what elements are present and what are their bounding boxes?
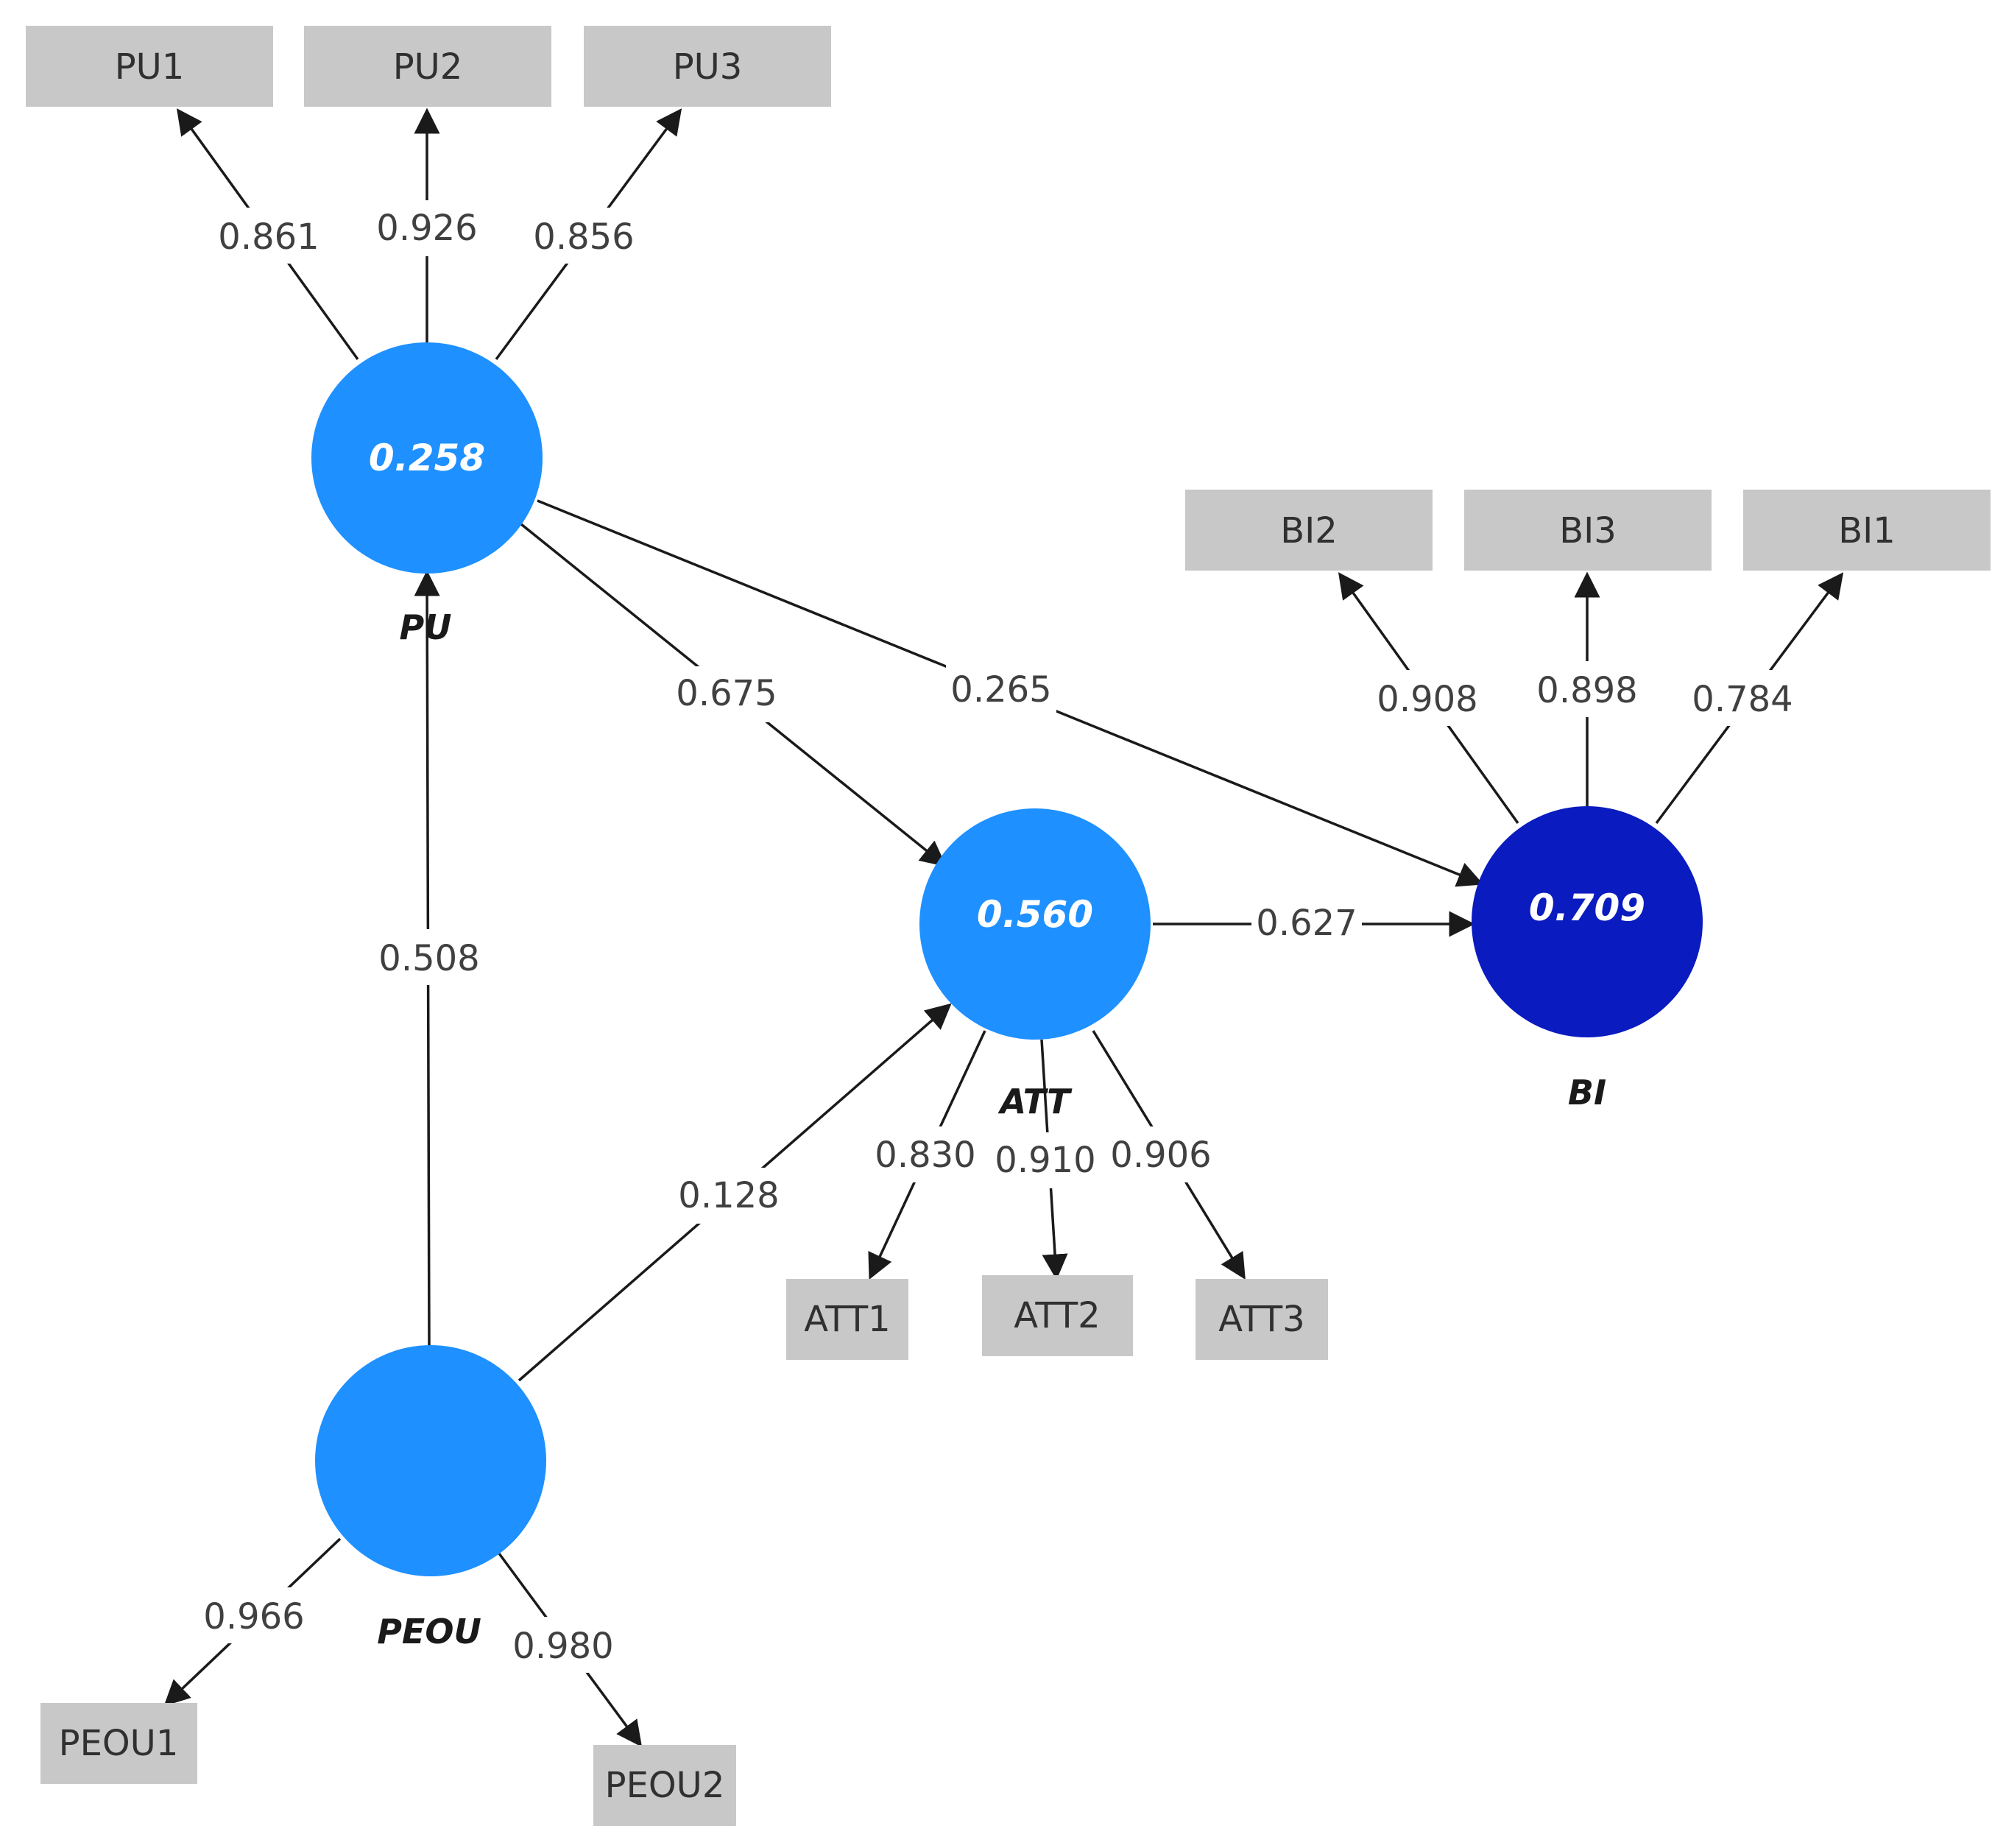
indicator-label-att1: ATT1 xyxy=(804,1299,890,1340)
indicator-att2[interactable]: ATT2 xyxy=(982,1275,1133,1356)
construct-bi-r2: 0.709 xyxy=(1529,886,1645,929)
indicator-label-peou2: PEOU2 xyxy=(605,1765,725,1806)
construct-bi-name: BI xyxy=(1568,1073,1606,1112)
loading-label-bi1: 0.784 xyxy=(1692,679,1793,720)
indicator-pu1[interactable]: PU1 xyxy=(26,26,273,107)
loading-label-bi3: 0.898 xyxy=(1536,670,1637,711)
loading-label-pu1: 0.861 xyxy=(218,216,319,258)
indicator-peou2[interactable]: PEOU2 xyxy=(593,1745,736,1826)
indicator-bi2[interactable]: BI2 xyxy=(1185,490,1433,571)
indicator-label-att3: ATT3 xyxy=(1218,1299,1304,1340)
path-label-pu-bi: 0.265 xyxy=(950,669,1051,710)
constructs: 0.258 PU 0.560 ATT 0.709 BI PEOU xyxy=(311,342,1703,1651)
path-label-pu-att: 0.675 xyxy=(676,673,777,714)
construct-peou[interactable]: PEOU xyxy=(315,1345,546,1651)
indicator-label-att2: ATT2 xyxy=(1014,1295,1100,1336)
path-label-peou-att: 0.128 xyxy=(678,1175,779,1216)
indicator-peou1[interactable]: PEOU1 xyxy=(40,1703,197,1784)
indicator-att1[interactable]: ATT1 xyxy=(786,1279,908,1360)
indicator-label-bi2: BI2 xyxy=(1280,510,1338,551)
indicator-pu2[interactable]: PU2 xyxy=(304,26,551,107)
loading-label-bi2: 0.908 xyxy=(1377,679,1477,720)
loading-label-peou2: 0.980 xyxy=(512,1626,613,1667)
construct-bi[interactable]: 0.709 BI xyxy=(1472,806,1703,1112)
path-label-peou-pu: 0.508 xyxy=(378,938,479,979)
indicator-bi3[interactable]: BI3 xyxy=(1464,490,1712,571)
indicator-bi1[interactable]: BI1 xyxy=(1743,490,1991,571)
indicator-att3[interactable]: ATT3 xyxy=(1196,1279,1328,1360)
construct-pu[interactable]: 0.258 PU xyxy=(311,342,543,647)
loading-label-att3: 0.906 xyxy=(1110,1135,1211,1176)
construct-att-name: ATT xyxy=(997,1082,1073,1121)
path-label-att-bi: 0.627 xyxy=(1256,903,1357,944)
edge-labels: 0.861 0.926 0.856 0.908 0.898 0.784 0.83… xyxy=(199,200,1798,1673)
indicator-label-peou1: PEOU1 xyxy=(59,1723,179,1764)
indicator-label-bi1: BI1 xyxy=(1838,510,1896,551)
indicator-label-pu1: PU1 xyxy=(115,46,185,88)
construct-att-r2: 0.560 xyxy=(977,893,1093,936)
loading-label-att1: 0.830 xyxy=(875,1135,975,1176)
construct-peou-name: PEOU xyxy=(377,1612,481,1651)
indicator-label-bi3: BI3 xyxy=(1559,510,1617,551)
indicator-label-pu2: PU2 xyxy=(393,46,463,88)
indicator-pu3[interactable]: PU3 xyxy=(584,26,831,107)
loading-label-pu3: 0.856 xyxy=(533,216,634,258)
construct-pu-r2: 0.258 xyxy=(369,437,485,479)
construct-pu-name: PU xyxy=(399,607,451,647)
indicator-label-pu3: PU3 xyxy=(673,46,743,88)
loading-label-att2: 0.910 xyxy=(995,1140,1095,1181)
loading-label-pu2: 0.926 xyxy=(376,208,477,249)
indicators: PU1 PU2 PU3 BI2 BI3 BI1 ATT1 ATT2 xyxy=(26,26,1991,1826)
construct-att[interactable]: 0.560 ATT xyxy=(919,808,1151,1121)
loading-label-peou1: 0.966 xyxy=(203,1596,304,1637)
